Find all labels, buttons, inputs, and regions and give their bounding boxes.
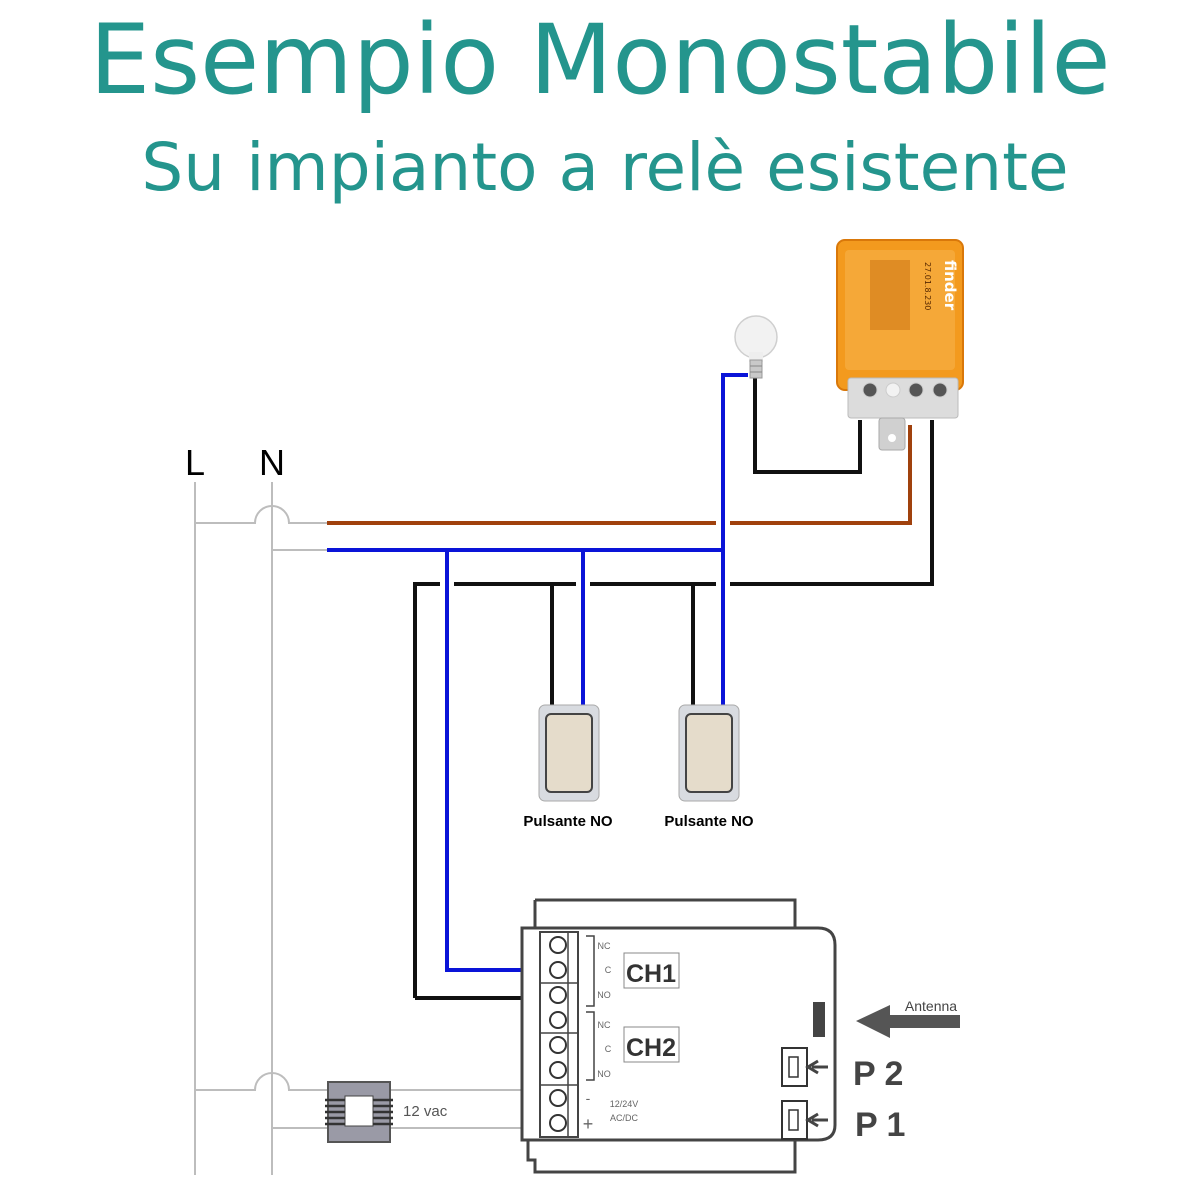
relay: finder 27.01.8.230 <box>836 239 964 451</box>
antenna-label: Antenna <box>905 998 957 1014</box>
p2-label: P 2 <box>853 1055 903 1093</box>
ch2-nc-label: NC <box>598 1020 611 1030</box>
p2-button[interactable] <box>781 1047 828 1087</box>
transformer-label: 12 vac <box>403 1103 448 1120</box>
ch1-label: CH1 <box>626 960 676 988</box>
relay-model: 27.01.8.230 <box>923 262 932 310</box>
ch2-label: CH2 <box>626 1034 676 1062</box>
neutral-label: N <box>259 442 285 483</box>
ch1-no-label: NO <box>597 990 611 1000</box>
phase-wire <box>327 425 912 525</box>
power-type-label: AC/DC <box>610 1113 639 1123</box>
relay-terminal <box>885 382 901 398</box>
antenna-connector <box>813 1002 825 1037</box>
power-plus-label: + <box>583 1114 594 1134</box>
relay-terminal <box>862 382 878 398</box>
relay-terminal <box>908 382 924 398</box>
mains-lines <box>194 482 545 1175</box>
ch1-c-label: C <box>605 965 612 975</box>
relay-brand: finder <box>941 260 959 311</box>
antenna-arrow-icon <box>856 1005 960 1038</box>
p1-label: P 1 <box>855 1106 905 1144</box>
line-label: L <box>185 442 205 483</box>
light-bulb-icon <box>734 315 778 379</box>
ch2-no-label: NO <box>597 1069 611 1079</box>
push-button-2 <box>678 704 740 802</box>
p1-button[interactable] <box>781 1100 828 1140</box>
push-button-1 <box>538 704 600 802</box>
ch2-c-label: C <box>605 1044 612 1054</box>
neutral-wire <box>327 373 748 972</box>
terminal-screws <box>549 936 567 1132</box>
power-voltage-label: 12/24V <box>610 1099 639 1109</box>
power-minus-label: - <box>586 1090 591 1106</box>
transformer-icon <box>325 1081 393 1143</box>
relay-terminal <box>932 382 948 398</box>
control-wire <box>413 420 934 998</box>
phase-jumper <box>195 505 327 524</box>
page-title: Esempio Monostabile <box>89 4 1110 116</box>
transformer-primary-line <box>195 1072 545 1091</box>
switch-label-2: Pulsante NO <box>664 813 754 830</box>
ch2-box <box>623 1026 680 1063</box>
ch1-box <box>623 952 680 989</box>
switch-return-wires <box>550 584 695 706</box>
page-subtitle: Su impianto a relè esistente <box>141 129 1068 206</box>
lamp-wire <box>753 378 862 474</box>
ch1-nc-label: NC <box>598 941 611 951</box>
switch-label-1: Pulsante NO <box>523 813 613 830</box>
